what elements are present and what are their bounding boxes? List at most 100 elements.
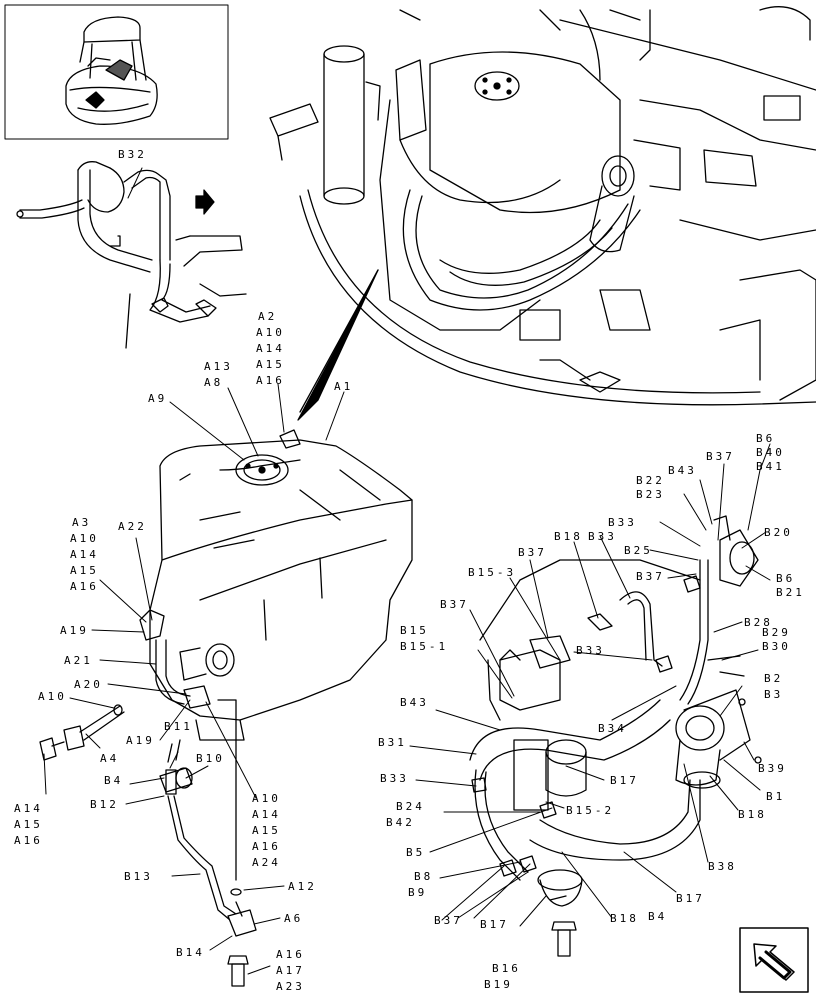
- part-label-b43b: B43: [400, 696, 429, 709]
- part-label-b6b: B6: [776, 572, 795, 585]
- part-label-b4a: B4: [104, 774, 123, 787]
- part-label-a23: A23: [276, 980, 305, 993]
- part-label-b18c: B18: [610, 912, 639, 925]
- part-label-a6: A6: [284, 912, 303, 925]
- part-label-b32: B32: [118, 148, 147, 161]
- part-label-a4: A4: [100, 752, 119, 765]
- part-label-a15d: A15: [252, 824, 281, 837]
- part-label-a17: A17: [276, 964, 305, 977]
- part-label-a14d: A14: [252, 808, 281, 821]
- part-label-b37d: B37: [440, 598, 469, 611]
- part-label-b12: B12: [90, 798, 119, 811]
- part-label-a14b: A14: [70, 548, 99, 561]
- part-label-b17b: B17: [676, 892, 705, 905]
- part-label-b15: B15: [400, 624, 429, 637]
- part-label-b17a: B17: [610, 774, 639, 787]
- part-label-b37a: B37: [706, 450, 735, 463]
- part-label-b37c: B37: [636, 570, 665, 583]
- thumbnail-frame: [4, 4, 229, 140]
- part-label-a13: A13: [204, 360, 233, 373]
- part-label-b2: B2: [764, 672, 783, 685]
- detail-pipe-b32: [16, 161, 247, 349]
- part-label-a2: A2: [258, 310, 277, 323]
- part-label-b24: B24: [396, 800, 425, 813]
- fuel-tank-main: [139, 429, 413, 881]
- part-label-b15-3: B15-3: [468, 566, 516, 579]
- part-label-b13: B13: [124, 870, 153, 883]
- part-label-b33c: B33: [576, 644, 605, 657]
- part-label-b22: B22: [636, 474, 665, 487]
- part-label-b8: B8: [414, 870, 433, 883]
- assembly-bottom-right: [469, 515, 762, 957]
- part-label-b33d: B33: [380, 772, 409, 785]
- part-label-b43a: B43: [668, 464, 697, 477]
- part-label-b19: B19: [484, 978, 513, 991]
- part-label-b33b: B33: [588, 530, 617, 543]
- part-label-b25: B25: [624, 544, 653, 557]
- part-label-a16c: A16: [14, 834, 43, 847]
- part-label-a3: A3: [72, 516, 91, 529]
- part-label-a10d: A10: [252, 792, 281, 805]
- part-label-b37b: B37: [518, 546, 547, 559]
- part-label-b30: B30: [762, 640, 791, 653]
- return-arrow-icon[interactable]: [739, 927, 809, 993]
- part-label-a19a: A19: [60, 624, 89, 637]
- part-label-a19b: A19: [126, 734, 155, 747]
- part-label-b15-2: B15-2: [566, 804, 614, 817]
- part-label-b3: B3: [764, 688, 783, 701]
- leader-lines: [43, 167, 771, 975]
- part-label-a24: A24: [252, 856, 281, 869]
- part-label-a10c: A10: [38, 690, 67, 703]
- part-label-b34: B34: [598, 722, 627, 735]
- part-label-b11: B11: [164, 720, 193, 733]
- part-label-b17c: B17: [480, 918, 509, 931]
- part-label-b29: B29: [762, 626, 791, 639]
- part-label-a14c: A14: [14, 802, 43, 815]
- part-labels: B32A2A10A14A15A16A13A8A9A1A3A10A14A15A16…: [14, 148, 805, 993]
- part-label-a16e: A16: [276, 948, 305, 961]
- part-label-b31: B31: [378, 736, 407, 749]
- part-label-a10a: A10: [256, 326, 285, 339]
- part-label-b4b: B4: [648, 910, 667, 923]
- part-label-b41: B41: [756, 460, 785, 473]
- pointer-line: [299, 269, 379, 413]
- part-label-b14: B14: [176, 946, 205, 959]
- part-label-a16a: A16: [256, 374, 285, 387]
- part-label-b39: B39: [758, 762, 787, 775]
- part-a4-connector: [39, 704, 125, 761]
- part-label-b5: B5: [406, 846, 425, 859]
- part-label-b23: B23: [636, 488, 665, 501]
- part-label-a12: A12: [288, 880, 317, 893]
- part-label-a15c: A15: [14, 818, 43, 831]
- part-label-b1: B1: [766, 790, 785, 803]
- bolt-a16-bottom: [227, 888, 249, 987]
- part-label-a16b: A16: [70, 580, 99, 593]
- part-label-b9: B9: [408, 886, 427, 899]
- part-label-a20: A20: [74, 678, 103, 691]
- part-label-b37e: B37: [434, 914, 463, 927]
- part-label-b16: B16: [492, 962, 521, 975]
- part-label-b21: B21: [776, 586, 805, 599]
- part-label-b10: B10: [196, 752, 225, 765]
- part-label-a1: A1: [334, 380, 353, 393]
- part-label-b18a: B18: [554, 530, 583, 543]
- part-label-b40: B40: [756, 446, 785, 459]
- frame-top-right: [269, 6, 816, 406]
- part-label-a15a: A15: [256, 358, 285, 371]
- part-label-a8: A8: [204, 376, 223, 389]
- part-label-b42: B42: [386, 816, 415, 829]
- part-label-b18b: B18: [738, 808, 767, 821]
- part-label-b28: B28: [744, 616, 773, 629]
- part-label-a15b: A15: [70, 564, 99, 577]
- part-label-a14a: A14: [256, 342, 285, 355]
- part-label-a9: A9: [148, 392, 167, 405]
- part-label-a10b: A10: [70, 532, 99, 545]
- part-label-a22: A22: [118, 520, 147, 533]
- part-label-b6a: B6: [756, 432, 775, 445]
- part-label-a16d: A16: [252, 840, 281, 853]
- fuel-line-b13: [159, 739, 257, 937]
- part-label-b38: B38: [708, 860, 737, 873]
- part-label-a21: A21: [64, 654, 93, 667]
- part-label-b33a: B33: [608, 516, 637, 529]
